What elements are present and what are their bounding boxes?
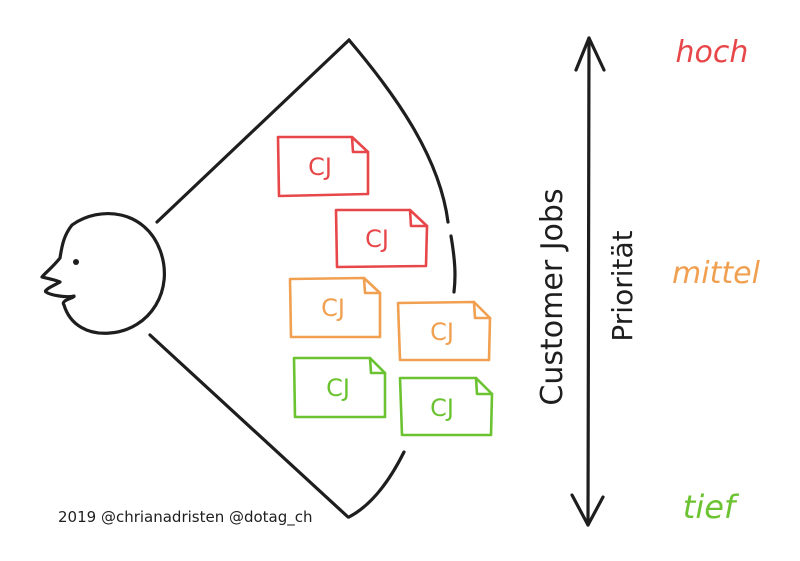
- view-cone-arc-top: [347, 38, 450, 224]
- customer-head-outline: [40, 212, 166, 335]
- job-card-label: CJ: [430, 394, 454, 422]
- view-cone-arc-mid: [449, 234, 457, 294]
- job-card-label: CJ: [365, 225, 389, 253]
- view-cone-lower: [148, 333, 350, 519]
- job-card-low-1: [292, 356, 387, 419]
- job-card-label: CJ: [326, 374, 350, 402]
- view-cone-arc-bottom: [347, 450, 406, 519]
- job-card-label: CJ: [321, 294, 345, 322]
- job-card-high-2: [334, 208, 429, 269]
- job-card-label: CJ: [308, 153, 332, 181]
- job-card-medium-2: [396, 300, 492, 362]
- job-card-medium-1: [288, 276, 382, 339]
- axis-label-priority: Priorität: [606, 230, 639, 341]
- axis-label-customer-jobs: Customer Jobs: [535, 188, 570, 405]
- priority-axis-arrowhead-down: [570, 493, 605, 527]
- level-label-high: hoch: [676, 35, 749, 70]
- view-cone-upper: [155, 38, 351, 224]
- level-label-medium: mittel: [672, 256, 761, 291]
- priority-axis-line: [586, 36, 591, 527]
- level-label-low: tief: [683, 488, 740, 526]
- job-card-low-2: [398, 376, 494, 437]
- priority-axis-arrowhead-up: [574, 36, 606, 72]
- job-card-label: CJ: [430, 318, 454, 346]
- customer-eye: [73, 259, 79, 265]
- job-card-high-1: [276, 135, 370, 198]
- credit-text: 2019 @chrianadristen @dotag_ch: [58, 508, 313, 527]
